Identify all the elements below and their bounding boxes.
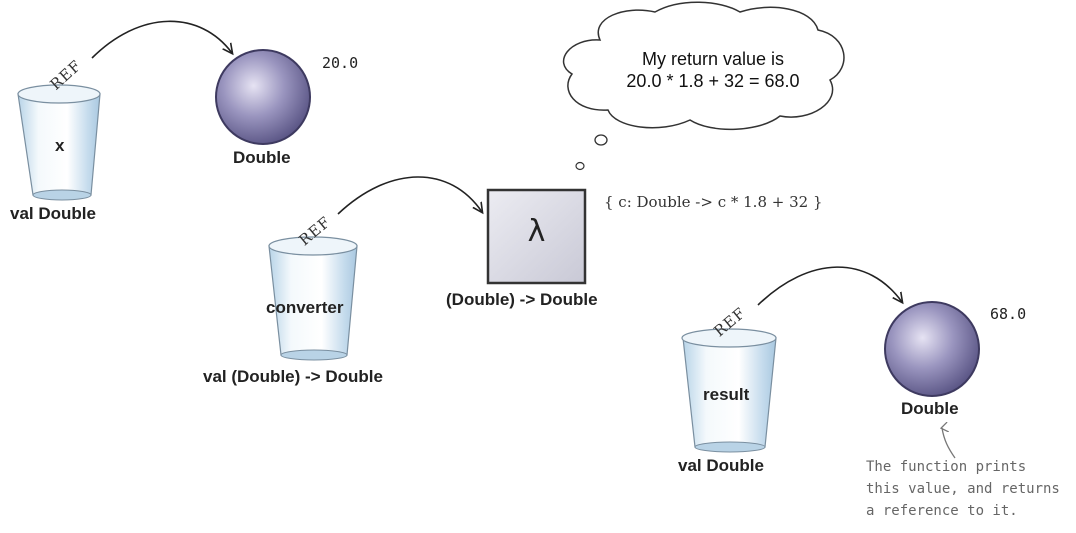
variable-name-converter: converter <box>266 298 344 317</box>
cup-x <box>17 84 101 201</box>
ref-arrow-converter <box>337 176 482 215</box>
thought-bubble-text: My return value is 20.0 * 1.8 + 32 = 68.… <box>583 48 843 92</box>
lambda-symbol: λ <box>527 214 546 249</box>
annotation-line-1: The function prints <box>866 459 1027 475</box>
ref-arrow-result <box>757 266 902 306</box>
object-value-2: 68.0 <box>990 305 1027 323</box>
lambda-box <box>486 188 587 285</box>
thought-line-2: 20.0 * 1.8 + 32 = 68.0 <box>626 71 800 91</box>
thought-line-1: My return value is <box>641 49 785 69</box>
thought-dot-small <box>575 161 585 171</box>
thought-dot-large <box>594 134 608 146</box>
cup-converter <box>268 236 358 361</box>
cup-result <box>681 328 777 453</box>
annotation-arrow <box>942 428 956 459</box>
lambda-type: (Double) -> Double <box>446 290 598 309</box>
annotation-line-3: a reference to it. <box>866 503 1018 519</box>
ref-arrow-x <box>91 20 232 59</box>
variable-name-x: x <box>55 136 65 155</box>
variable-name-result: result <box>703 385 750 404</box>
object-value-1: 20.0 <box>322 54 359 72</box>
variable-type-result: val Double <box>678 456 764 475</box>
double-object-sphere-1 <box>215 49 311 145</box>
object-type-1: Double <box>233 148 291 167</box>
double-object-sphere-2 <box>884 301 980 397</box>
lambda-code: { c: Double -> c * 1.8 + 32 } <box>604 193 823 211</box>
variable-type-converter: val (Double) -> Double <box>203 367 383 386</box>
thought-cloud <box>562 1 845 130</box>
variable-type-x: val Double <box>10 204 96 223</box>
annotation-line-2: this value, and returns <box>866 481 1060 497</box>
annotation-text: The function prints this value, and retu… <box>866 456 1060 522</box>
object-type-2: Double <box>901 399 959 418</box>
